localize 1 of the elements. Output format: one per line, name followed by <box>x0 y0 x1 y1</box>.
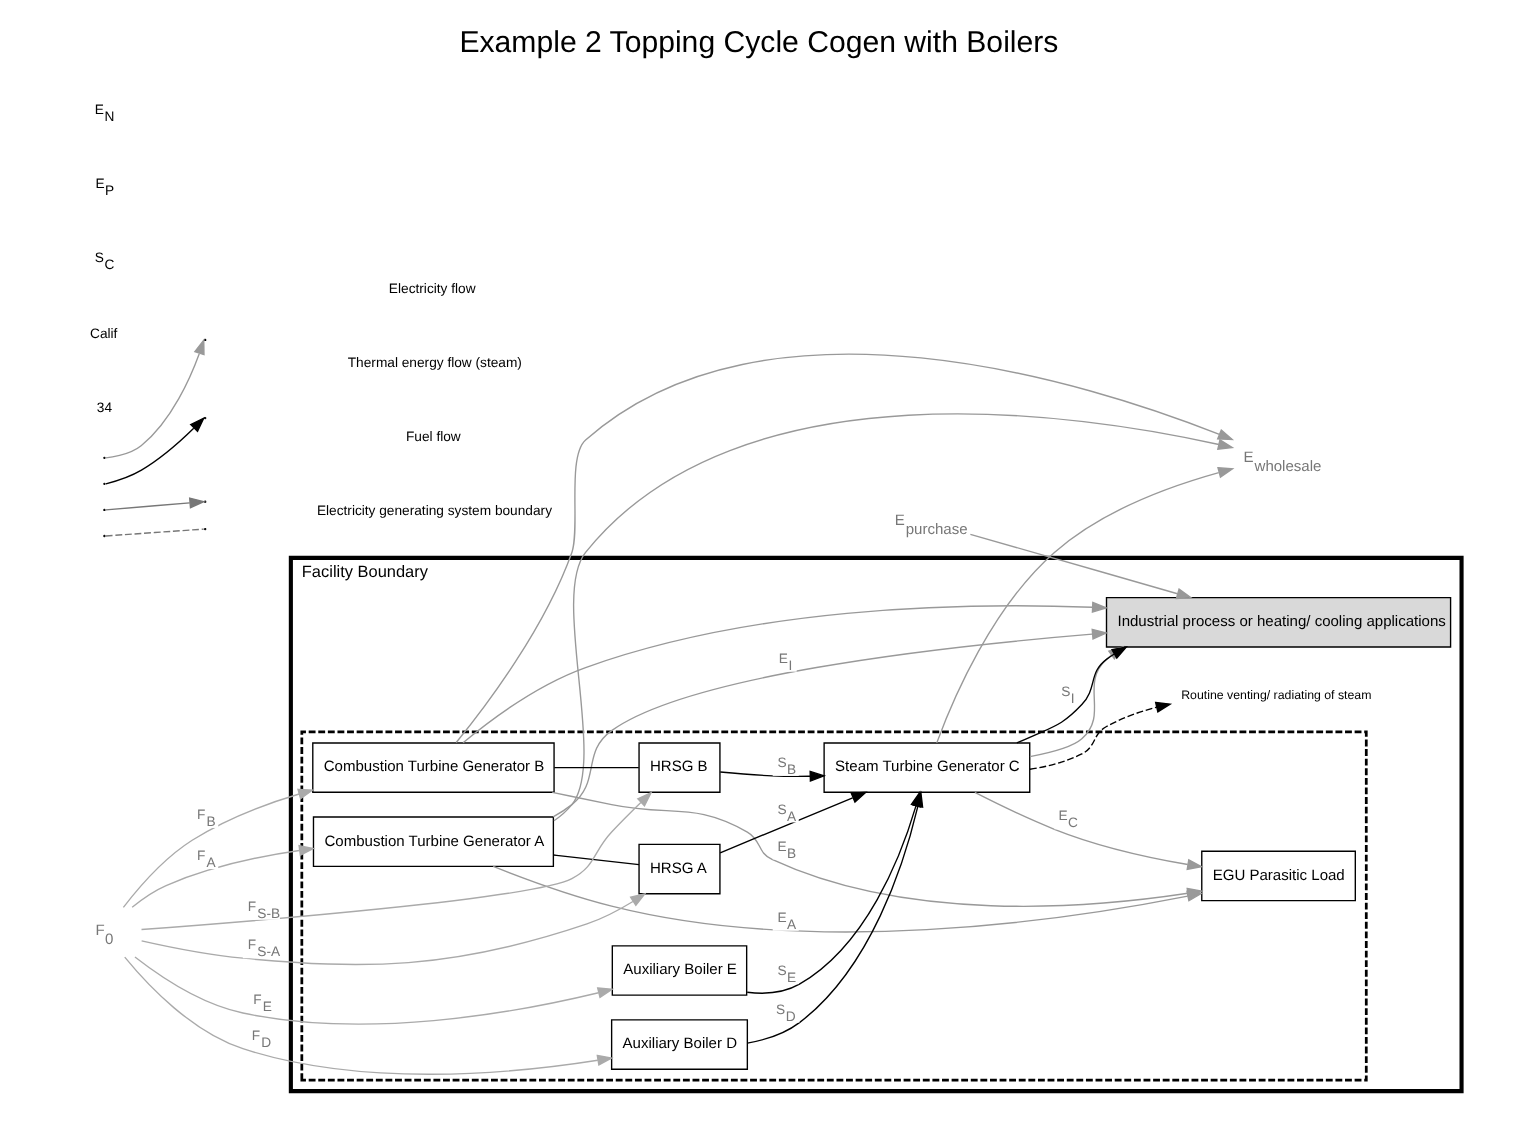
diagram-title: Example 2 Topping Cycle Cogen with Boilers <box>458 25 1058 60</box>
